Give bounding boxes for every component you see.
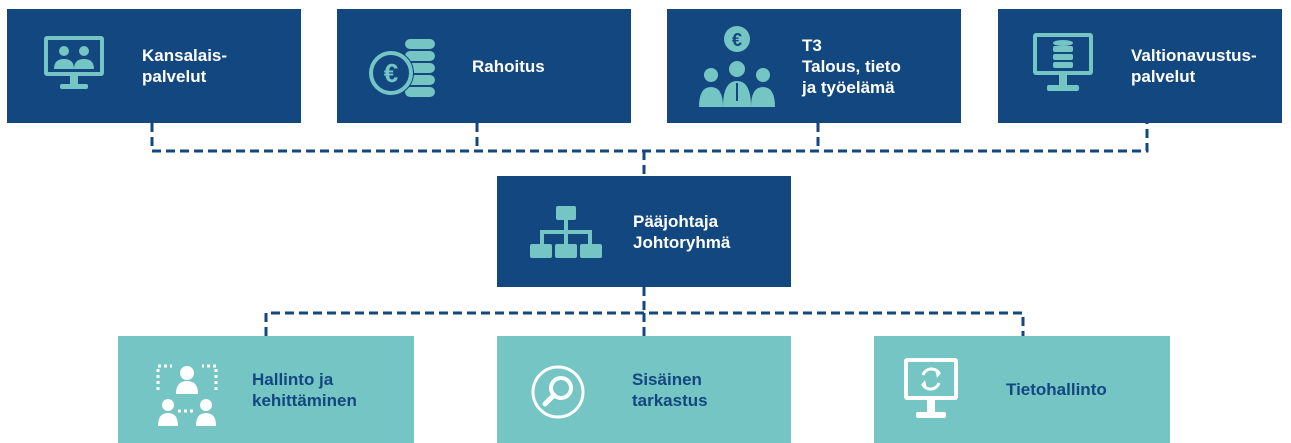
- euro-coins-icon: €: [368, 39, 435, 97]
- database-monitor-icon: [1033, 33, 1093, 91]
- top-connector: [150, 123, 1149, 153]
- people-network-icon: [156, 364, 218, 426]
- org-chart-icon: [530, 206, 602, 258]
- unit-valtionavustuspalvelut: Valtionavustus- palvelut: [998, 9, 1282, 123]
- unit-rahoitus: € Rahoitus: [337, 9, 631, 123]
- magnifier-icon: [531, 365, 585, 419]
- unit-label: Pääjohtaja Johtoryhmä: [633, 211, 731, 252]
- unit-label: T3 Talous, tieto ja työelämä: [802, 35, 901, 97]
- unit-label: Tietohallinto: [1006, 380, 1107, 399]
- unit-label: Hallinto ja kehittäminen: [252, 369, 357, 410]
- unit-hallinto: Hallinto ja kehittäminen: [118, 336, 414, 443]
- unit-sisainen-tarkastus: Sisäinen tarkastus: [497, 336, 791, 443]
- svg-text:€: €: [732, 30, 742, 50]
- unit-tietohallinto: Tietohallinto: [874, 336, 1170, 443]
- bottom-connector: [264, 311, 1025, 336]
- svg-text:€: €: [384, 58, 398, 88]
- unit-label: Kansalais- palvelut: [142, 46, 228, 86]
- euro-team-icon: €: [699, 26, 775, 107]
- unit-label: Sisäinen tarkastus: [632, 369, 708, 410]
- unit-paajohtaja: Pääjohtaja Johtoryhmä: [497, 176, 791, 287]
- unit-label: Rahoitus: [472, 56, 545, 76]
- unit-label: Valtionavustus- palvelut: [1131, 46, 1257, 86]
- sync-monitor-icon: [904, 358, 958, 418]
- unit-t3: € T3 Talous, tieto ja työelämä: [667, 9, 961, 123]
- unit-kansalaispalvelut: Kansalais- palvelut: [7, 9, 301, 123]
- users-monitor-icon: [44, 36, 104, 89]
